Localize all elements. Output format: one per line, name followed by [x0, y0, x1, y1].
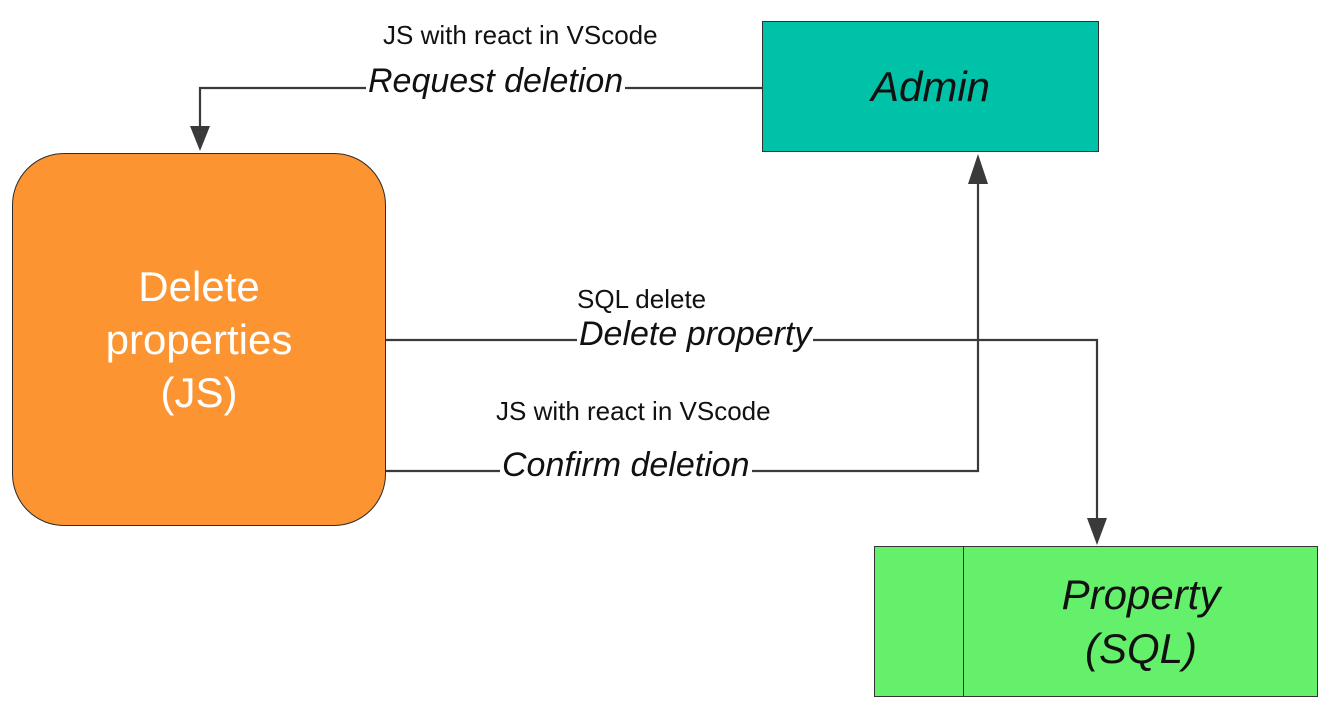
delete-property-arrowhead — [1087, 518, 1107, 545]
confirm-deletion-tech-label: JS with react in VScode — [496, 396, 771, 426]
request-deletion-tech-label: JS with react in VScode — [383, 20, 658, 50]
admin-label: Admin — [870, 62, 991, 110]
admin-entity: Admin — [762, 21, 1099, 152]
process-label-line-2: properties — [105, 315, 293, 363]
confirm-deletion-flow-label: Confirm deletion — [500, 446, 752, 485]
delete-properties-process: Delete properties (JS) — [12, 153, 386, 526]
delete-property-tech-label: SQL delete — [577, 284, 707, 314]
delete-property-flow-label: Delete property — [577, 315, 814, 354]
data-store-label: Property (SQL) — [965, 547, 1317, 696]
request-deletion-flow-label: Request deletion — [366, 62, 626, 101]
request-deletion-arrowhead — [190, 126, 210, 151]
data-store-label-line-2: (SQL) — [1084, 624, 1197, 672]
property-data-store: Property (SQL) — [874, 546, 1318, 697]
confirm-deletion-arrowhead — [968, 154, 988, 184]
data-store-divider — [963, 547, 964, 696]
process-label-line-3: (JS) — [160, 369, 238, 417]
data-store-label-line-1: Property — [1061, 571, 1221, 619]
delete-property-connector — [386, 338, 1099, 522]
process-label-line-1: Delete — [138, 262, 260, 310]
